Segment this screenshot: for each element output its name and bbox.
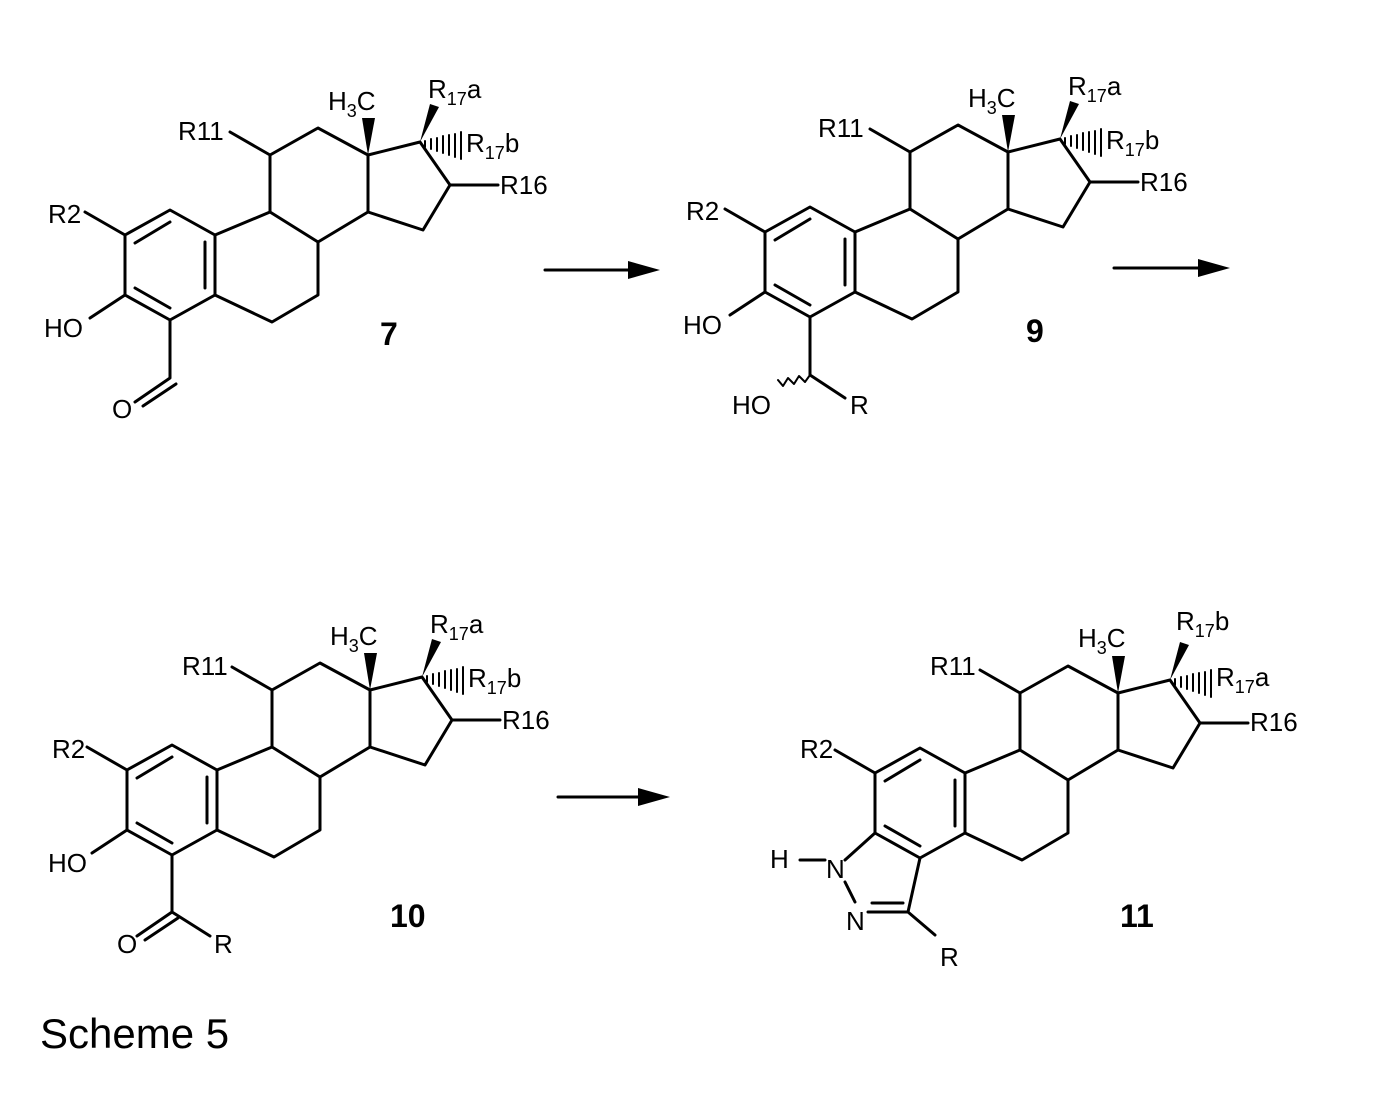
r11-label: R11	[818, 113, 864, 143]
nitrogen-label: N	[846, 906, 865, 936]
r17b-label: R17b	[1106, 125, 1159, 160]
alcohol-hydroxy-label: HO	[732, 390, 771, 420]
oxygen-label: O	[112, 394, 132, 424]
r17b-label: R17b	[466, 128, 519, 163]
r2-label: R2	[686, 196, 719, 226]
hydroxy-label: HO	[48, 848, 87, 878]
oxygen-label: O	[117, 929, 137, 959]
methyl-label: H3C	[330, 621, 378, 656]
r17a-label: R17a	[430, 609, 484, 644]
r2-label: R2	[800, 734, 833, 764]
compound-10: R11 R2 HO O R R16 H3C R17a R17b 10	[48, 609, 550, 959]
compound-11: R11 R2 H N N R R16 H3C R17b R17a 11	[770, 606, 1298, 972]
r16-label: R16	[1140, 167, 1188, 197]
r16-label: R16	[500, 170, 548, 200]
hydroxy-label: HO	[683, 310, 722, 340]
r11-label: R11	[930, 651, 976, 681]
scheme-caption: Scheme 5	[40, 1010, 229, 1057]
r17b-label: R17b	[1176, 606, 1229, 641]
compound-9: R11 R2 HO HO R R16 H3C R17a R17b 9	[683, 71, 1188, 420]
methyl-label: H3C	[328, 86, 376, 121]
methyl-label: H3C	[968, 83, 1016, 118]
reaction-arrow	[1114, 259, 1230, 277]
reaction-arrow	[545, 261, 660, 279]
r2-label: R2	[48, 199, 81, 229]
methyl-label: H3C	[1078, 623, 1126, 658]
hydrogen-label: H	[770, 844, 789, 874]
r-label: R	[214, 929, 233, 959]
r16-label: R16	[1250, 707, 1298, 737]
r17a-label: R17a	[1216, 662, 1270, 697]
hydroxy-label: HO	[44, 313, 83, 343]
r17a-label: R17a	[1068, 71, 1122, 106]
r16-label: R16	[502, 705, 550, 735]
reaction-arrow	[558, 788, 670, 806]
r17b-label: R17b	[468, 663, 521, 698]
compound-number: 7	[380, 316, 398, 352]
compound-number: 11	[1120, 898, 1154, 934]
r-label: R	[850, 390, 869, 420]
nitrogen-label: N	[826, 854, 845, 884]
r2-label: R2	[52, 734, 85, 764]
compound-number: 10	[390, 898, 426, 934]
compound-number: 9	[1026, 313, 1044, 349]
r-label: R	[940, 942, 959, 972]
r17a-label: R17a	[428, 74, 482, 109]
compound-7: R11 R2 HO O R16 H3C R17a R17b 7	[44, 74, 548, 424]
r11-label: R11	[178, 116, 224, 146]
r11-label: R11	[182, 651, 228, 681]
